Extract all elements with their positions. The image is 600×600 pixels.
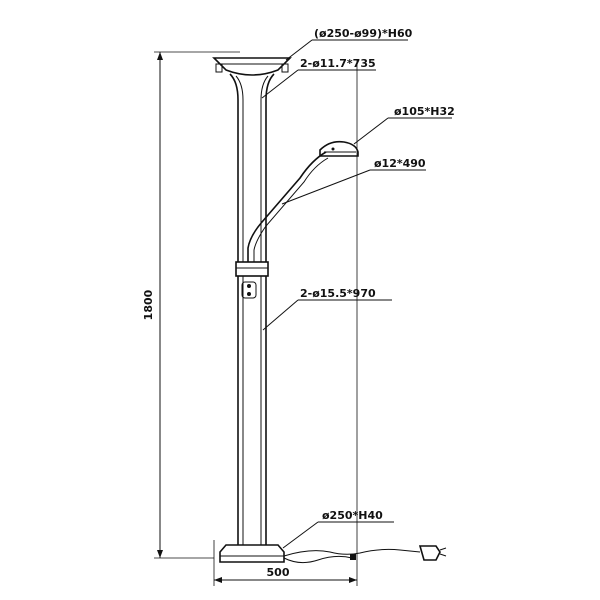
uplight-shade xyxy=(212,57,292,76)
flex-arm-label: ø12*490 xyxy=(374,157,426,170)
power-plug xyxy=(418,545,441,561)
callout-upper-tube: 2-ø11.7*735 xyxy=(261,57,376,99)
height-dimension-label: 1800 xyxy=(142,289,155,320)
callout-reading-head: ø105*H32 xyxy=(353,105,455,145)
callout-shade-size: (ø250-ø99)*H60 xyxy=(285,27,413,61)
width-dimension-label: 500 xyxy=(267,566,290,579)
height-dimension: 1800 xyxy=(142,51,240,559)
callout-lower-tube: 2-ø15.5*970 xyxy=(262,287,392,331)
width-dimension: 500 xyxy=(213,60,358,586)
reading-head xyxy=(319,140,359,157)
dimmer-switch xyxy=(241,281,257,299)
upper-tube-label: 2-ø11.7*735 xyxy=(300,57,376,70)
reading-head-label: ø105*H32 xyxy=(394,105,455,118)
lower-tube-label: 2-ø15.5*970 xyxy=(300,287,376,300)
callout-flex-arm: ø12*490 xyxy=(281,157,426,205)
callout-base-size: ø250*H40 xyxy=(282,509,394,549)
power-cable xyxy=(283,548,421,557)
lamp-base xyxy=(219,544,285,563)
joint-block xyxy=(235,261,269,277)
base-size-label: ø250*H40 xyxy=(322,509,383,522)
flex-arm xyxy=(247,151,327,262)
lamp-body xyxy=(212,57,447,564)
shade-size-label: (ø250-ø99)*H60 xyxy=(314,27,413,40)
